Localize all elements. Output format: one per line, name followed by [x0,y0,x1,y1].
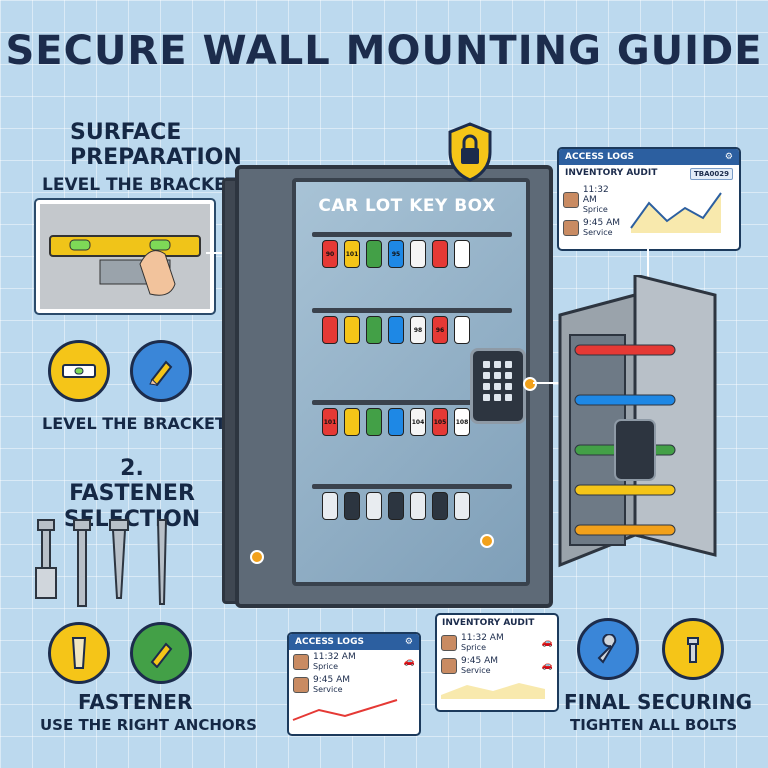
avatar [563,191,579,208]
key-tag[interactable] [410,492,426,520]
digital-keypad[interactable] [470,348,526,424]
key-tag[interactable] [366,316,382,344]
key-tag[interactable] [322,492,338,520]
entry-status: Sprice [582,205,608,214]
key-tag[interactable] [366,240,382,268]
key-tag[interactable] [366,492,382,520]
fastener-caption-title: FASTENER [78,690,193,714]
card-bl-title: ACCESS LOGS [295,637,364,647]
avatar [293,653,309,670]
anchor-icon [48,622,110,684]
key-tag[interactable]: 90 [322,240,338,268]
audit-sparkline [441,683,545,699]
key-row-4 [322,492,470,520]
fastener-heading: 2. FASTENER SELECTION [62,456,202,532]
key-tag[interactable]: 95 [388,240,404,268]
surface-heading: SURFACE PREPARATION [70,120,242,171]
cabinet-label: CAR LOT KEY BOX [318,196,496,216]
final-caption-title: FINAL SECURING [564,690,753,714]
car-icon: 🚗 [541,637,553,648]
entry-status: Service [583,228,613,237]
surface-heading-line2: PREPARATION [70,145,242,171]
key-tag[interactable] [344,316,360,344]
key-tag[interactable]: 108 [454,408,470,436]
key-tag[interactable] [322,316,338,344]
audit-sparkline [630,192,722,233]
key-row-3: 101 104 105 108 [322,408,470,436]
wrench-icon [577,618,639,680]
key-tag[interactable] [344,492,360,520]
access-sparkline [292,699,398,721]
entry-time: 11:32 AM [313,652,356,662]
entry-time: 11:32 AM [461,633,504,643]
avatar [563,219,579,236]
surface-subheading: LEVEL THE BRACKET [42,175,238,195]
level-bracket-illustration [36,200,214,313]
entry-status: Service [461,666,491,675]
level-icon [40,204,210,309]
key-tag[interactable] [388,408,404,436]
key-tag[interactable] [454,492,470,520]
key-row-1: 90 101 95 [322,240,470,268]
fastener-heading-line1: 2. FASTENER [69,456,195,507]
key-tag[interactable]: 101 [344,240,360,268]
key-tag[interactable] [388,492,404,520]
entry-time: 11:32 AM [582,185,609,205]
spirit-level-icon [48,340,110,402]
key-tag[interactable] [432,492,448,520]
entry-status: Sprice [461,643,486,652]
fastener-caption: USE THE RIGHT ANCHORS [40,716,257,734]
key-tag[interactable] [432,240,448,268]
bolt-icon [662,618,724,680]
avatar [293,676,309,693]
key-tag[interactable] [410,240,426,268]
pencil-green-icon [130,622,192,684]
key-tag[interactable]: 101 [322,408,338,436]
card-bm-title: INVENTORY AUDIT [442,618,535,628]
key-tag[interactable] [454,316,470,344]
pencil-icon [130,340,192,402]
key-tag[interactable]: 105 [432,408,448,436]
access-logs-card-top: ACCESS LOGS ⚙ INVENTORY AUDIT TBA0029 11:… [557,147,741,251]
gear-icon[interactable]: ⚙ [724,152,733,162]
key-tag[interactable] [344,408,360,436]
surface-caption: LEVEL THE BRACKET [42,414,226,433]
entry-time: 9:45 AM [313,675,350,685]
avatar [441,657,457,674]
key-tag[interactable]: 98 [410,316,426,344]
card-top-title: ACCESS LOGS [565,152,634,162]
gear-icon[interactable]: ⚙ [404,637,413,647]
bolts-icon [35,519,168,607]
key-tag[interactable] [366,408,382,436]
entry-status: Sprice [313,662,338,671]
card-top-audit-id[interactable]: TBA0029 [689,168,733,180]
entry-status: Service [313,685,343,694]
key-tag[interactable] [454,240,470,268]
car-icon: 🚗 [541,660,553,671]
surface-heading-line1: SURFACE [70,120,182,145]
entry-time: 9:45 AM [461,656,498,666]
final-caption: TIGHTEN ALL BOLTS [570,716,738,734]
wall-bracket-illustration [555,273,725,575]
key-tag[interactable]: 104 [410,408,426,436]
card-top-audit-label: INVENTORY AUDIT [565,168,658,178]
entry-time: 9:45 AM [583,218,620,228]
key-tag[interactable]: 96 [432,316,448,344]
key-tag[interactable] [388,316,404,344]
fastener-set [30,518,190,608]
avatar [441,634,457,651]
page-title: SECURE WALL MOUNTING GUIDE [5,28,763,74]
car-icon: 🚗 [403,656,415,667]
shield-lock-icon [446,122,494,182]
